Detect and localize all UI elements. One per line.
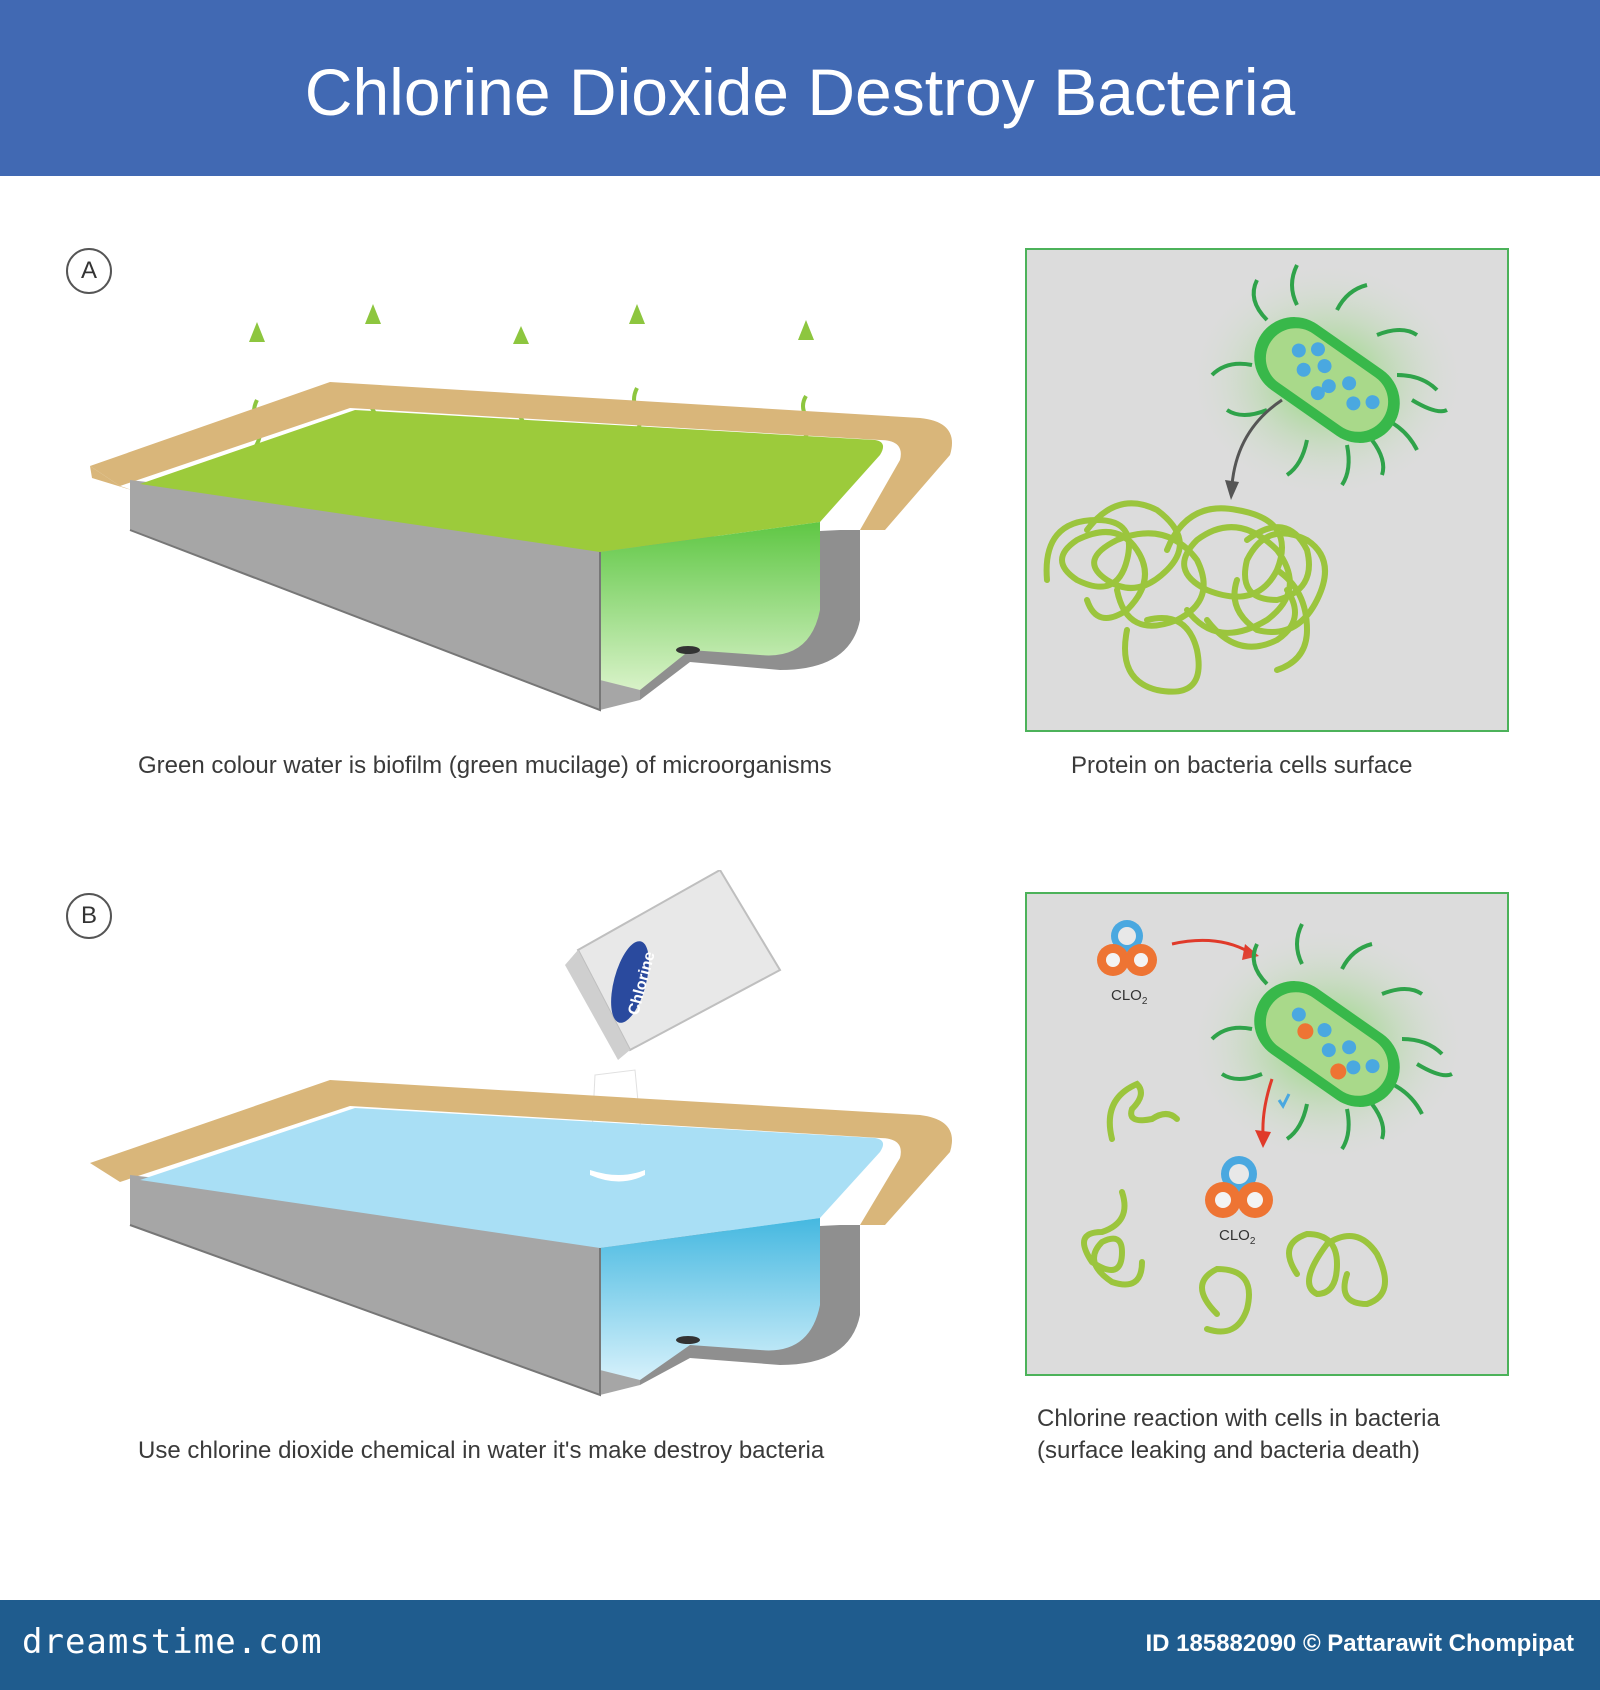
bacterium-icon [1187, 260, 1467, 500]
green-pool-illustration [90, 304, 952, 712]
blue-pool-illustration: Chlorine [90, 870, 952, 1397]
molecule-sub-1: 2 [1142, 996, 1148, 1007]
page-title: Chlorine Dioxide Destroy Bacteria [304, 55, 1296, 129]
clo2-molecule-icon: CLO2 [1205, 1156, 1273, 1247]
svg-text:CLO2: CLO2 [1111, 987, 1148, 1007]
blue-pool-caption: Use chlorine dioxide chemical in water i… [138, 1437, 825, 1464]
protein-panel-caption: Protein on bacteria cells surface [1071, 752, 1413, 779]
section-a-label: A [66, 248, 112, 294]
chlorine-reaction-caption-line2: (surface leaking and bacteria death) [1037, 1437, 1420, 1464]
protein-panel [1025, 248, 1509, 732]
clo2-molecule-icon: CLO2 [1097, 920, 1157, 1007]
green-pool-caption: Green colour water is biofilm (green muc… [138, 752, 832, 779]
section-b-label: B [66, 893, 112, 939]
bacterium-icon [1187, 923, 1467, 1164]
svg-text:CLO2: CLO2 [1219, 1227, 1256, 1247]
chlorine-reaction-caption-line1: Chlorine reaction with cells in bacteria [1037, 1405, 1440, 1432]
footer-bar: dreamstime.com ID 185882090 © Pattarawit… [0, 1600, 1600, 1690]
protein-strand-icon [1043, 500, 1328, 695]
protein-strand-icon [1081, 1080, 1388, 1335]
molecule-label-2: CLO [1219, 1227, 1250, 1244]
chlorine-bag-icon: Chlorine [565, 870, 782, 1060]
molecule-label-1: CLO [1111, 987, 1142, 1004]
footer-brand[interactable]: dreamstime.com [22, 1622, 323, 1662]
footer-credit: ID 185882090 © Pattarawit Chompipat [1145, 1630, 1574, 1657]
molecule-sub-2: 2 [1250, 1236, 1256, 1247]
chlorine-reaction-panel: CLO2 [1025, 892, 1509, 1376]
header-banner: Chlorine Dioxide Destroy Bacteria [0, 0, 1600, 176]
